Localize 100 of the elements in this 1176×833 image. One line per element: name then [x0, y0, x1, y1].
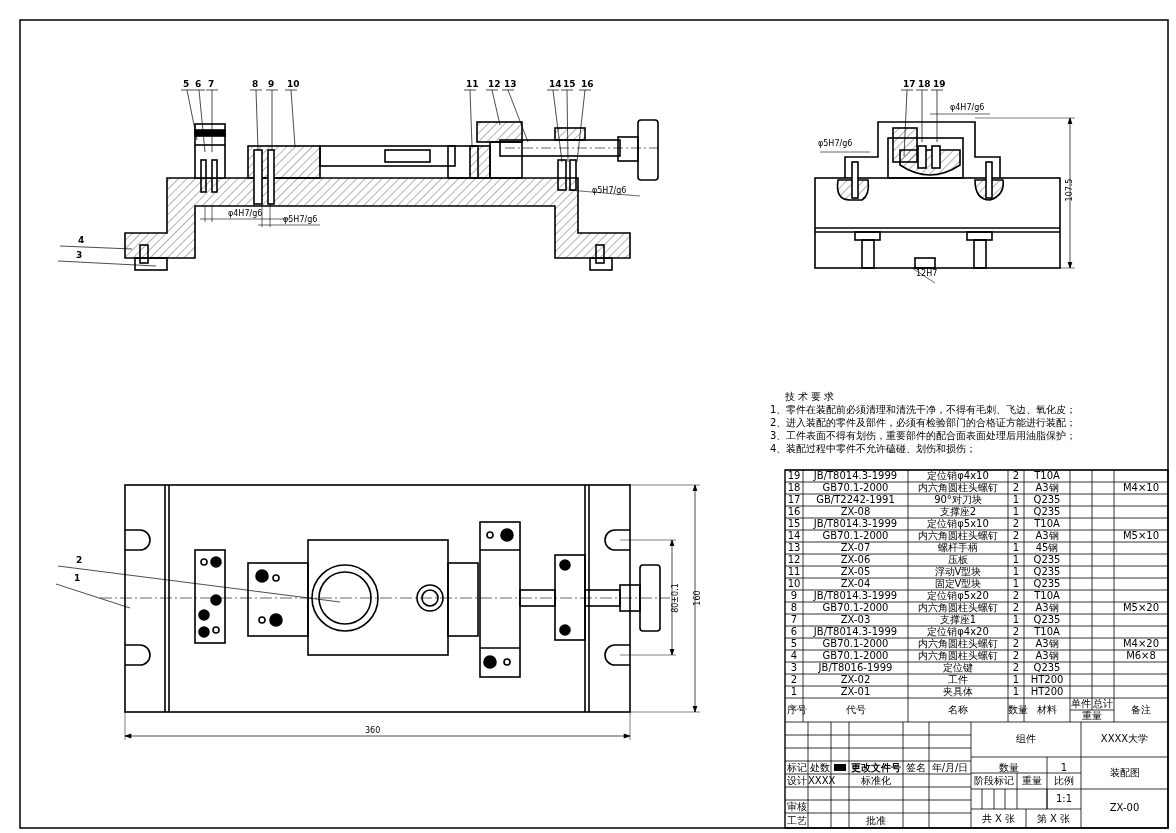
- part-number: 12: [786, 555, 802, 565]
- quantity: 2: [1011, 483, 1021, 493]
- dimension-value: 12H7: [916, 270, 938, 278]
- part-name: 固定V型块: [933, 579, 983, 589]
- quantity: 1: [1011, 675, 1021, 685]
- quantity: 2: [1011, 519, 1021, 529]
- part-name: 定位键: [942, 663, 974, 673]
- drawing-code: ZX-04: [839, 579, 872, 589]
- sheet-number: 第 X 张: [1035, 814, 1072, 824]
- material: Q235: [1032, 663, 1062, 673]
- part-name: 支撑座1: [938, 615, 978, 625]
- leader-line: [463, 89, 477, 147]
- quantity: 1: [1011, 555, 1021, 565]
- leader-line: [57, 565, 341, 603]
- quantity: 1: [1011, 615, 1021, 625]
- part-number: 15: [786, 519, 802, 529]
- school-name: XXXX大学: [1099, 734, 1150, 744]
- callout-number: 1: [74, 574, 81, 583]
- material: Q235: [1032, 495, 1062, 505]
- fit-dimension: φ5H7/g6: [818, 140, 853, 148]
- leader-line: [55, 583, 131, 609]
- quantity: 1: [1011, 495, 1021, 505]
- field-label: 更改文件号: [850, 763, 902, 773]
- part-number: 19: [786, 471, 802, 481]
- column-header: 材料: [1036, 705, 1058, 715]
- part-name: 工件: [947, 675, 969, 685]
- part-name: 90°对刀块: [933, 495, 983, 505]
- quantity: 2: [1011, 651, 1021, 661]
- leader-line: [576, 89, 592, 163]
- field-value: 1: [1059, 763, 1069, 773]
- quantity: 2: [1011, 471, 1021, 481]
- part-number: 17: [786, 495, 802, 505]
- dimension-value: 80±0.1: [672, 583, 680, 613]
- part-name: 内六角圆柱头螺钉: [917, 651, 999, 661]
- remark: M5×20: [1121, 603, 1161, 613]
- material: HT200: [1029, 675, 1065, 685]
- material: A3钢: [1034, 651, 1060, 661]
- callout-number: 19: [933, 80, 946, 89]
- material: T10A: [1033, 519, 1061, 529]
- material: A3钢: [1034, 531, 1060, 541]
- field-label: 年/月/日: [930, 763, 970, 773]
- fit-dimension: φ5H7/g6: [283, 216, 318, 224]
- material: A3钢: [1034, 639, 1060, 649]
- dimension-value: 360: [365, 727, 381, 735]
- quantity: 2: [1011, 603, 1021, 613]
- material: A3钢: [1034, 483, 1060, 493]
- material: Q235: [1032, 567, 1062, 577]
- requirement-note: 4、装配过程中零件不允许磕碰、划伤和损伤；: [770, 444, 977, 454]
- drawing-code: GB70.1-2000: [821, 483, 890, 493]
- drawing-code: ZX-07: [839, 543, 872, 553]
- part-number: 16: [786, 507, 802, 517]
- part-name: 夹具体: [942, 687, 974, 697]
- quantity: 2: [1011, 627, 1021, 637]
- part-number: 4: [789, 651, 799, 661]
- callout-number: 14: [549, 80, 562, 89]
- dimension-value: 107.5: [1066, 178, 1074, 202]
- callout-number: 4: [78, 236, 85, 245]
- part-number: 8: [789, 603, 799, 613]
- callout-number: 9: [268, 80, 275, 89]
- field-label: 重量: [1021, 776, 1043, 786]
- material: Q235: [1032, 579, 1062, 589]
- material: Q235: [1032, 507, 1062, 517]
- quantity: 1: [1011, 567, 1021, 577]
- quantity: 2: [1011, 639, 1021, 649]
- leader-line: [560, 89, 574, 163]
- part-name: 内六角圆柱头螺钉: [917, 603, 999, 613]
- field-label: 签名: [905, 763, 927, 773]
- field-label: 审核: [785, 802, 808, 812]
- quantity: 1: [1011, 507, 1021, 517]
- drawing-code: JB/T8016-1999: [817, 663, 894, 673]
- callout-number: 3: [76, 251, 83, 260]
- field-label: 标记: [785, 763, 808, 773]
- part-number: 2: [789, 675, 799, 685]
- part-name: 定位销φ5x10: [927, 519, 990, 529]
- leader-line: [249, 89, 263, 151]
- column-header: 序号: [787, 705, 805, 715]
- field-label: 处数: [808, 763, 831, 773]
- quantity: 2: [1011, 531, 1021, 541]
- drawing-code: ZX-08: [839, 507, 872, 517]
- part-name: 内六角圆柱头螺钉: [917, 639, 999, 649]
- callout-number: 7: [208, 80, 215, 89]
- drawing-code: JB/T8014.3-1999: [812, 591, 899, 601]
- material: Q235: [1032, 555, 1062, 565]
- field-label: 标准化: [860, 776, 892, 786]
- column-header: 总计: [1093, 699, 1114, 709]
- material: T10A: [1033, 471, 1061, 481]
- sheet-count: 共 X 张: [980, 814, 1017, 824]
- part-number: 13: [786, 543, 802, 553]
- leader-line: [915, 89, 929, 143]
- drawing-code: ZX-02: [839, 675, 872, 685]
- material: T10A: [1033, 627, 1061, 637]
- callout-number: 17: [903, 80, 916, 89]
- leader-line: [485, 89, 501, 126]
- part-name: 压板: [947, 555, 969, 565]
- quantity: 1: [1011, 543, 1021, 553]
- material: T10A: [1033, 591, 1061, 601]
- part-number: 5: [789, 639, 799, 649]
- leader-line: [205, 89, 219, 153]
- drawing-code: JB/T8014.3-1999: [812, 471, 899, 481]
- drawing-code: ZX-05: [839, 567, 872, 577]
